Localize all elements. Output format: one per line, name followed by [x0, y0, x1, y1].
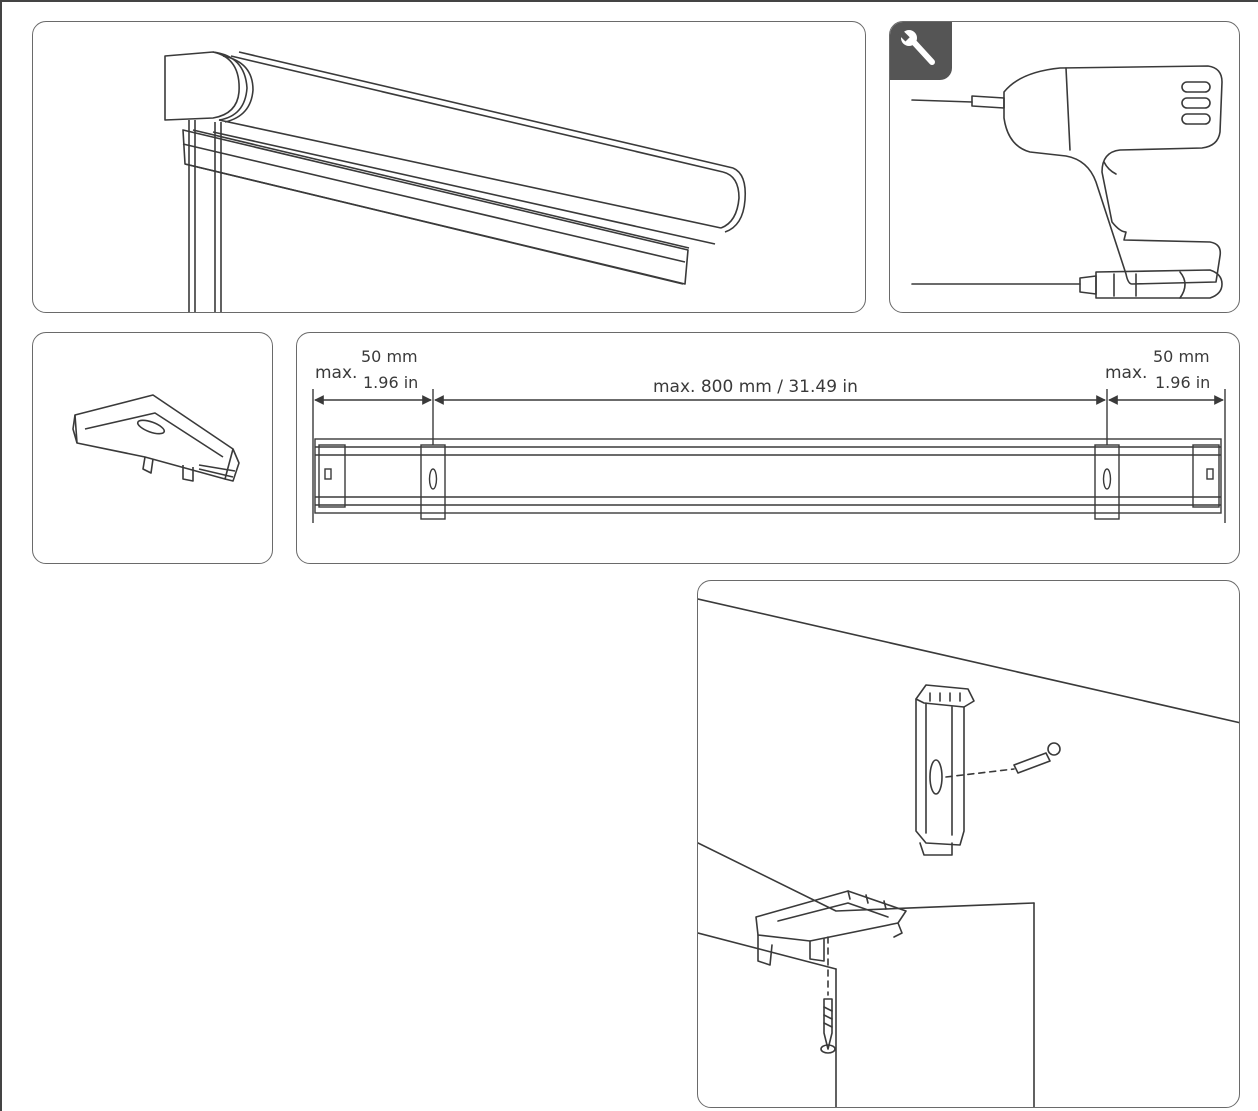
dim-left-prefix: max. — [315, 363, 358, 383]
drill-body — [1003, 65, 1223, 285]
wall-bracket-slot — [929, 759, 943, 795]
wrench-icon — [898, 30, 935, 65]
screwdriver-handle — [1095, 269, 1223, 299]
dim-left-in: 1.96 in — [363, 373, 419, 392]
tools-panel — [889, 21, 1240, 313]
wall-bracket — [915, 684, 975, 856]
head-rail-end-cap — [164, 51, 240, 121]
cassette-right-end — [720, 171, 740, 229]
mounting-bracket-illustration — [72, 394, 240, 482]
recess-top-edge — [698, 842, 1035, 912]
wall-screw — [945, 742, 1061, 778]
ceiling-wall-edge — [698, 598, 1239, 724]
ceiling-screw — [820, 936, 836, 1054]
dim-right-mm: 50 mm — [1153, 347, 1210, 366]
ceiling-bracket — [755, 890, 907, 966]
mounting-options-panel — [697, 580, 1240, 1108]
head-rail — [314, 438, 1222, 514]
dim-left-mm: 50 mm — [361, 347, 418, 366]
roller-blind-panel — [32, 21, 866, 313]
bracket-panel — [32, 332, 273, 564]
bottom-bar — [182, 129, 689, 285]
drill-bit — [911, 99, 973, 103]
bracket-slot — [136, 419, 166, 435]
dim-center: max. 800 mm / 31.49 in — [653, 377, 858, 397]
dim-right-prefix: max. — [1105, 363, 1148, 383]
rail-bracket-left — [420, 444, 446, 520]
wall-and-ceiling-mount-illustration — [698, 598, 1239, 1107]
rail-end-right — [1192, 444, 1220, 508]
rail-spacing-diagram — [312, 389, 1226, 523]
rail-end-left — [318, 444, 346, 508]
dim-right-in: 1.96 in — [1155, 373, 1211, 392]
drill-chuck — [971, 95, 1005, 109]
tools-badge — [890, 22, 952, 80]
drill-and-screwdriver — [911, 65, 1223, 299]
rail-bracket-right — [1094, 444, 1120, 520]
rail-spacing-panel: max. 50 mm 1.96 in max. 800 mm / 31.49 i… — [296, 332, 1240, 564]
roller-blind-illustration — [164, 51, 747, 312]
